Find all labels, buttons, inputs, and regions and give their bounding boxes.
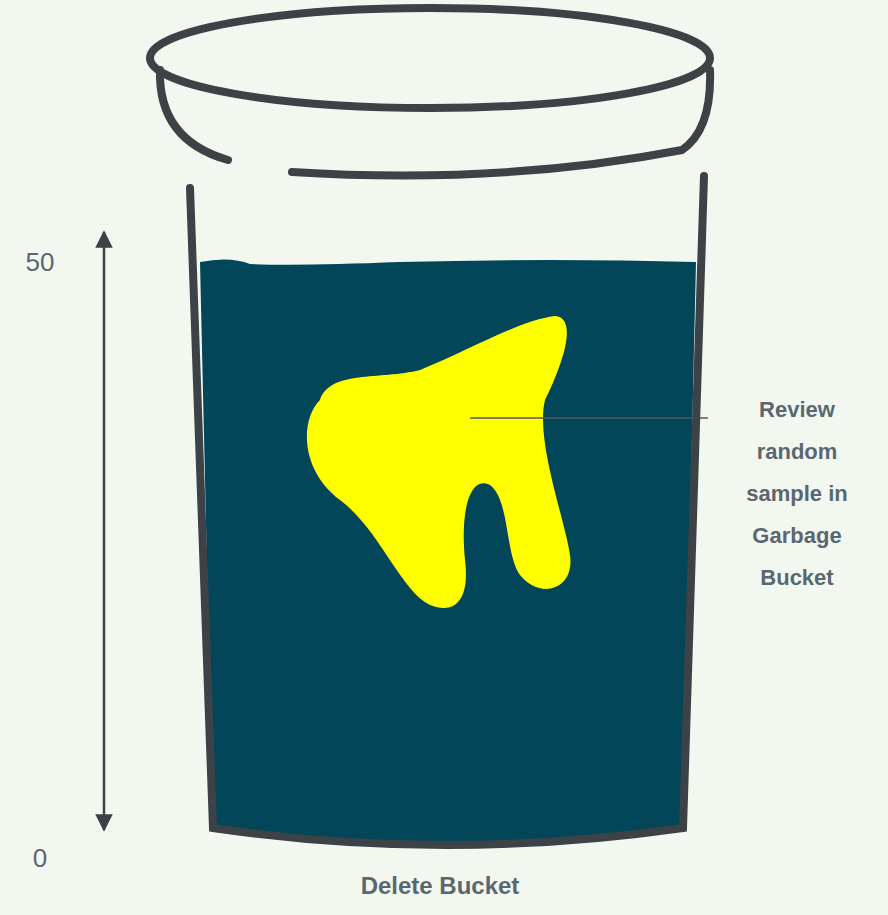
bucket-outline [140, 0, 740, 915]
cup-wall [190, 176, 704, 845]
water-fill [200, 259, 696, 843]
lid-band [160, 70, 228, 160]
sample-blob [307, 316, 571, 608]
bucket-caption: Delete Bucket [140, 872, 740, 900]
lid-rim [150, 8, 710, 108]
scale-value: 0 [10, 842, 70, 874]
scale-value: 50 [10, 246, 70, 278]
lid-band [292, 70, 710, 176]
leader-line [470, 417, 708, 419]
bucket-node: Delete Bucket [140, 0, 740, 915]
callout-note: Review random sample in Garbage Bucket [732, 389, 862, 599]
scale-arrow [103, 232, 106, 830]
